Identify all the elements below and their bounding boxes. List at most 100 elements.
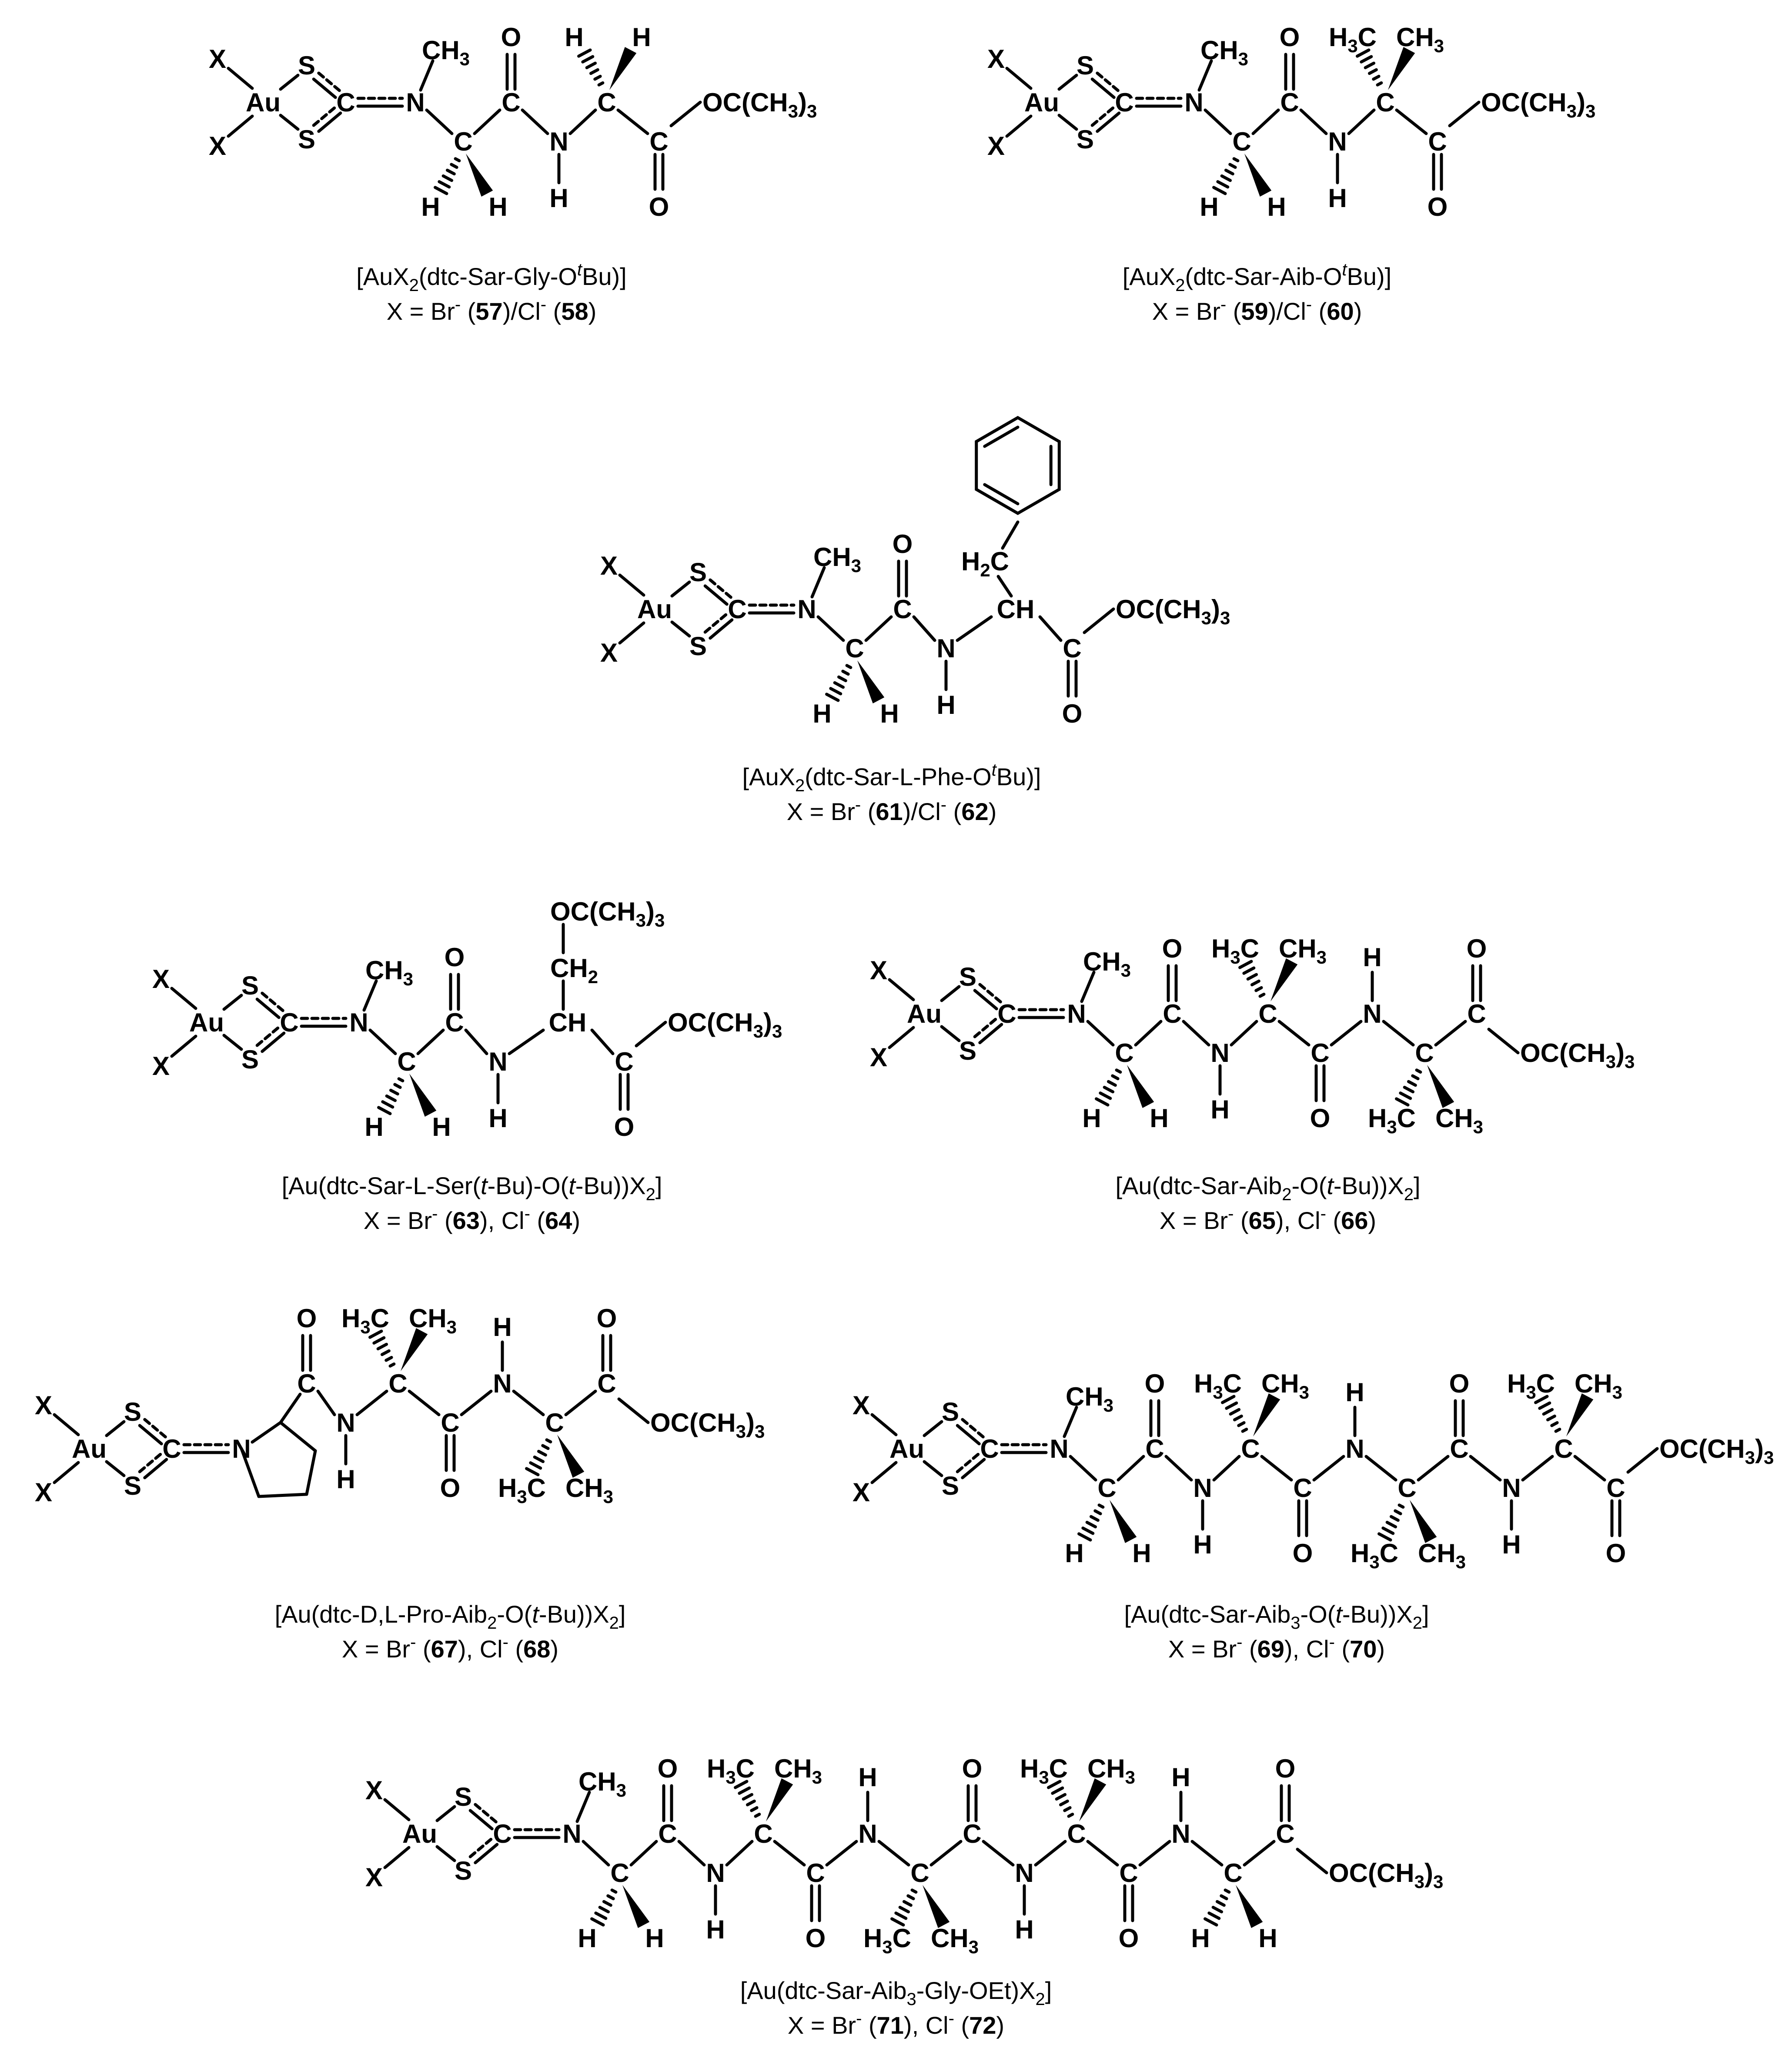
c-s-bond: [703, 612, 729, 634]
atom-label: C: [658, 1819, 677, 1848]
chain-bond: [1038, 615, 1063, 642]
atom-label: O: [1119, 1924, 1139, 1953]
atom-label: H: [549, 184, 568, 213]
aromatic-bond: [983, 425, 1020, 448]
hash-bond-line: [381, 1100, 395, 1109]
au-s-bond: [279, 74, 300, 91]
atom-label: S: [455, 1856, 472, 1885]
wedge-bond: [923, 1885, 950, 1928]
atom-label: Au: [246, 88, 281, 117]
compound-number-caption: X = Br- (71), Cl- (72): [788, 2009, 1004, 2039]
atom-label: O: [1310, 1104, 1331, 1133]
atom-label: C: [1063, 634, 1081, 663]
atom-label: N: [1015, 1858, 1033, 1888]
atom-label: O: [297, 1304, 317, 1333]
atom-label: OC(CH3)3: [1481, 88, 1595, 121]
chain-bond: [956, 615, 993, 642]
atom-label: C: [1115, 88, 1133, 117]
atom-label: Au: [889, 1434, 924, 1463]
ester-bond: [1083, 607, 1115, 634]
chain-bond: [416, 1028, 445, 1055]
hash-bond-line: [1372, 74, 1381, 81]
compound-number-caption: X = Br- (69), Cl- (70): [1168, 1633, 1385, 1663]
phenyl-ring: [975, 415, 1061, 515]
atom-label: C: [610, 1858, 629, 1888]
au-s-bond: [105, 1460, 126, 1477]
au-s-bond: [279, 114, 300, 131]
c-s-bond: [961, 1418, 986, 1439]
atom-label: O: [1280, 23, 1300, 52]
c-s-bond: [138, 1452, 163, 1473]
chain-bond: [773, 1840, 806, 1867]
au-s-bond: [1057, 74, 1078, 91]
atom-label: O: [1162, 934, 1183, 963]
hash-bond-line: [738, 1786, 751, 1795]
atom-label: C: [1554, 1434, 1573, 1463]
chain-bond: [279, 1392, 302, 1424]
hash-bond-line: [1250, 979, 1260, 987]
hash-bond-line: [589, 68, 599, 75]
hash-bond-line: [1095, 1097, 1110, 1107]
atom-label: C: [1232, 127, 1251, 156]
pyrrolidine-bond: [257, 1493, 308, 1498]
au-s-bond: [105, 1420, 126, 1437]
hash-bond-line: [1115, 1068, 1122, 1074]
hash-bond-line: [894, 1911, 908, 1920]
ester-bond: [1448, 100, 1481, 127]
hash-bond-line: [910, 1888, 918, 1894]
atom-label: O: [658, 1754, 678, 1783]
au-s-bond: [435, 1845, 456, 1862]
au-x-bond: [170, 1034, 197, 1058]
compound-formula-caption: [AuX2(dtc-Sar-Gly-OtBu)]: [356, 260, 626, 295]
atom-label: O: [1275, 1754, 1296, 1783]
hash-bond-line: [385, 1094, 397, 1102]
atom-label: H: [812, 699, 831, 728]
chain-bond: [1086, 1840, 1119, 1867]
hash-bond-line: [610, 1888, 618, 1894]
c-s-bond: [1090, 105, 1116, 127]
c-s-bond: [312, 105, 337, 127]
chain-bond: [473, 108, 501, 135]
n-methyl-bond: [362, 979, 378, 1012]
wedge-bond: [1427, 1065, 1454, 1108]
hash-bond-line: [1211, 1905, 1224, 1914]
atom-label: N: [336, 1408, 355, 1437]
atom-label: H: [1267, 192, 1286, 221]
compound-number-caption: X = Br- (59)/Cl- (60): [1152, 295, 1362, 325]
hash-bond-line: [537, 1449, 547, 1457]
atom-label: CH3: [813, 542, 861, 576]
atom-label: CH3: [1066, 1382, 1113, 1416]
c-s-bond: [143, 1458, 168, 1480]
atom-label: O: [1062, 699, 1083, 728]
chain-bond: [1347, 108, 1376, 135]
atom-label: C: [454, 127, 472, 156]
hash-bond-line: [1364, 61, 1376, 70]
hash-bond-line: [590, 1917, 605, 1927]
chain-bond: [1230, 1020, 1258, 1047]
hash-bond-line: [902, 1900, 913, 1907]
hash-bond-line: [1103, 1085, 1115, 1094]
atom-label: CH3: [1396, 23, 1444, 56]
atom-label: H: [936, 690, 955, 720]
atom-label: C: [493, 1819, 512, 1848]
chain-bond: [1330, 1020, 1363, 1047]
atom-label: N: [488, 1047, 507, 1076]
chain-bond: [521, 108, 549, 135]
hash-bond-line: [1059, 1799, 1069, 1807]
atom-label: H: [1210, 1095, 1229, 1124]
c-s-bond: [317, 111, 342, 133]
hash-bond-line: [393, 1083, 402, 1089]
atom-label: H3C: [707, 1754, 755, 1787]
ester-bond: [1626, 1447, 1659, 1474]
atom-label: N: [1363, 999, 1381, 1028]
atom-label: O: [440, 1473, 461, 1503]
pyrrolidine-bond: [240, 1447, 261, 1498]
atom-label: N: [1184, 88, 1203, 117]
atom-label: C: [1606, 1473, 1625, 1503]
hash-bond-line: [1534, 1395, 1549, 1404]
atom-label: C: [1428, 127, 1447, 156]
atom-label: H3C: [1020, 1754, 1068, 1787]
hash-bond-line: [581, 55, 595, 64]
hash-bond-line: [845, 664, 853, 669]
